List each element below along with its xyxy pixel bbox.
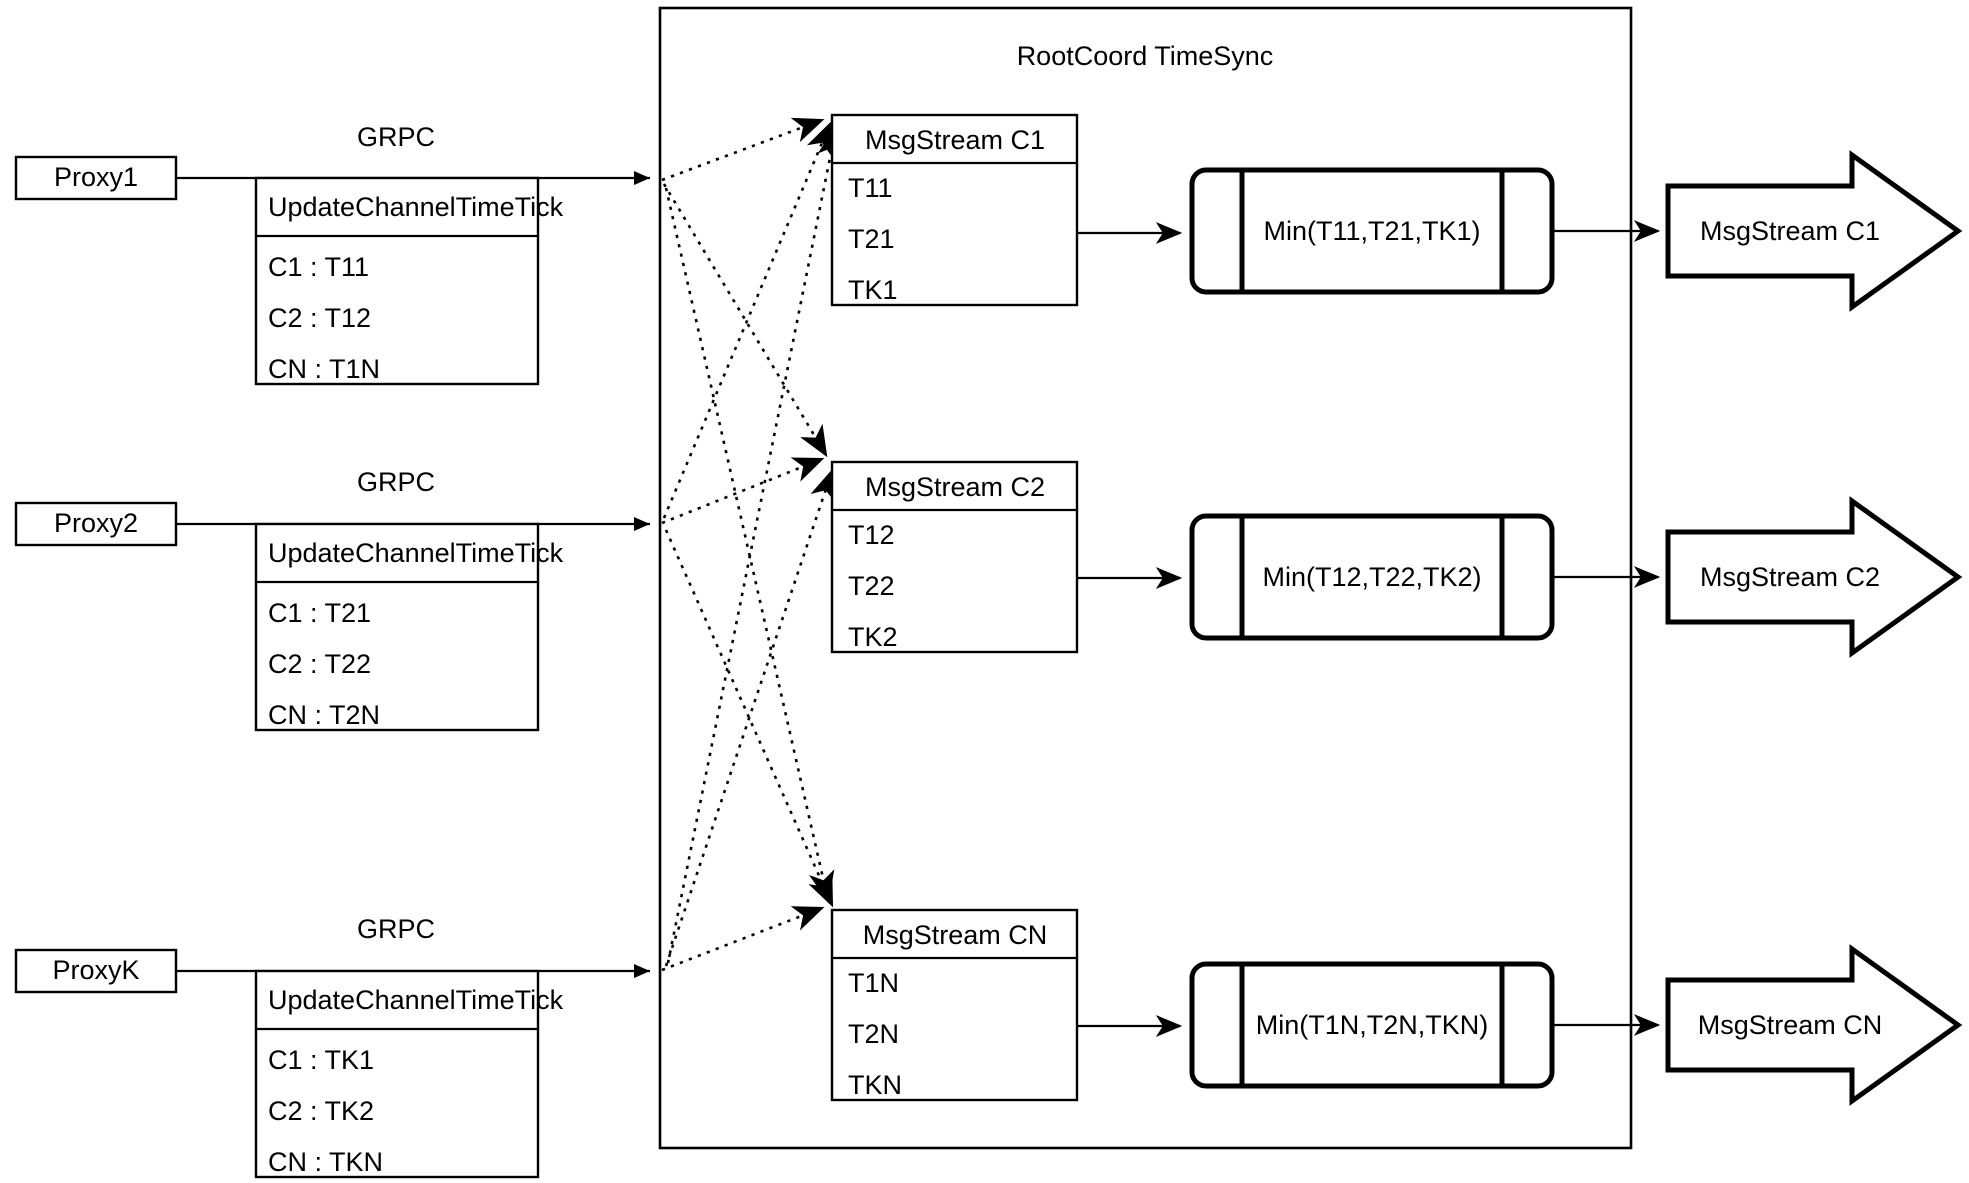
timetick-dispatch-links [661, 117, 844, 972]
msgstream-row-1-1: T11 [848, 173, 893, 203]
msgstream-row-3-2: T2N [848, 1019, 899, 1049]
dispatch-link-p3-cn [661, 906, 825, 972]
proxy-label-3: ProxyK [52, 955, 139, 985]
grpc-arrow-head-1 [634, 171, 650, 185]
min-label-2: Min(T12,T22,TK2) [1262, 562, 1481, 592]
update-tick-header-1: UpdateChannelTimeTick [268, 192, 564, 222]
update-tick-row-2-2: C2 : T22 [268, 649, 371, 679]
dispatch-link-p1-c2 [662, 183, 828, 458]
grpc-arrow-head-2 [634, 517, 650, 531]
update-tick-row-1-2: C2 : T12 [268, 303, 371, 333]
msgstream-header-1: MsgStream C1 [865, 125, 1045, 155]
msgstream-row-2-2: T22 [848, 571, 895, 601]
rootcoord-timesync-title: RootCoord TimeSync [1017, 41, 1274, 71]
update-tick-row-3-2: C2 : TK2 [268, 1096, 374, 1126]
update-tick-row-3-1: C1 : TK1 [268, 1045, 374, 1075]
dispatch-link-p2-c2 [661, 457, 825, 525]
proxy-label-2: Proxy2 [54, 508, 138, 538]
msgstream-table-2 [830, 460, 1079, 654]
msgstream-row-2-1: T12 [848, 520, 895, 550]
msgstream-row-3-1: T1N [848, 968, 899, 998]
output-label-2: MsgStream C2 [1700, 562, 1880, 592]
output-label-1: MsgStream C1 [1700, 216, 1880, 246]
update-tick-row-1-1: C1 : T11 [268, 252, 369, 282]
dispatch-link-p2-cn [664, 529, 834, 908]
grpc-label-2: GRPC [357, 467, 435, 497]
update-tick-header-2: UpdateChannelTimeTick [268, 538, 564, 568]
msgstream-header-2: MsgStream C2 [865, 472, 1045, 502]
msgstream-row-1-3: TK1 [848, 275, 898, 305]
proxy-box-1[interactable] [14, 155, 178, 201]
proxy-label-1: Proxy1 [54, 162, 138, 192]
min-label-3: Min(T1N,T2N,TKN) [1256, 1010, 1489, 1040]
update-tick-row-2-3: CN : T2N [268, 700, 380, 730]
output-arrow-1 [1665, 150, 1963, 312]
update-tick-row-2-1: C1 : T21 [268, 598, 371, 628]
update-tick-row-1-3: CN : T1N [268, 354, 380, 384]
grpc-label-1: GRPC [357, 122, 435, 152]
dispatch-link-p1-c1 [661, 117, 825, 182]
update-tick-table-1 [254, 176, 540, 386]
msgstream-row-2-3: TK2 [848, 622, 898, 652]
msgstream-table-3 [830, 908, 1079, 1102]
grpc-label-3: GRPC [357, 914, 435, 944]
proxy-box-2[interactable] [14, 501, 178, 547]
msgstream-table-1 [830, 113, 1079, 307]
grpc-arrow-head-3 [634, 964, 650, 978]
output-arrow-3 [1665, 944, 1963, 1106]
msgstream-header-3: MsgStream CN [863, 920, 1048, 950]
msgstream-row-3-3: TKN [848, 1070, 902, 1100]
update-tick-table-2 [254, 522, 540, 732]
update-tick-row-3-3: CN : TKN [268, 1147, 383, 1177]
dispatch-link-p3-c2 [664, 468, 836, 967]
update-tick-header-3: UpdateChannelTimeTick [268, 985, 564, 1015]
dispatch-link-p2-c1 [662, 121, 832, 519]
dispatch-link-p3-c1 [666, 125, 844, 964]
msgstream-row-1-2: T21 [848, 224, 895, 254]
dispatch-link-p1-cn [664, 187, 835, 903]
output-label-3: MsgStream CN [1698, 1010, 1883, 1040]
output-arrow-2 [1665, 496, 1963, 658]
min-label-1: Min(T11,T21,TK1) [1263, 216, 1480, 246]
update-tick-table-3 [254, 969, 540, 1179]
